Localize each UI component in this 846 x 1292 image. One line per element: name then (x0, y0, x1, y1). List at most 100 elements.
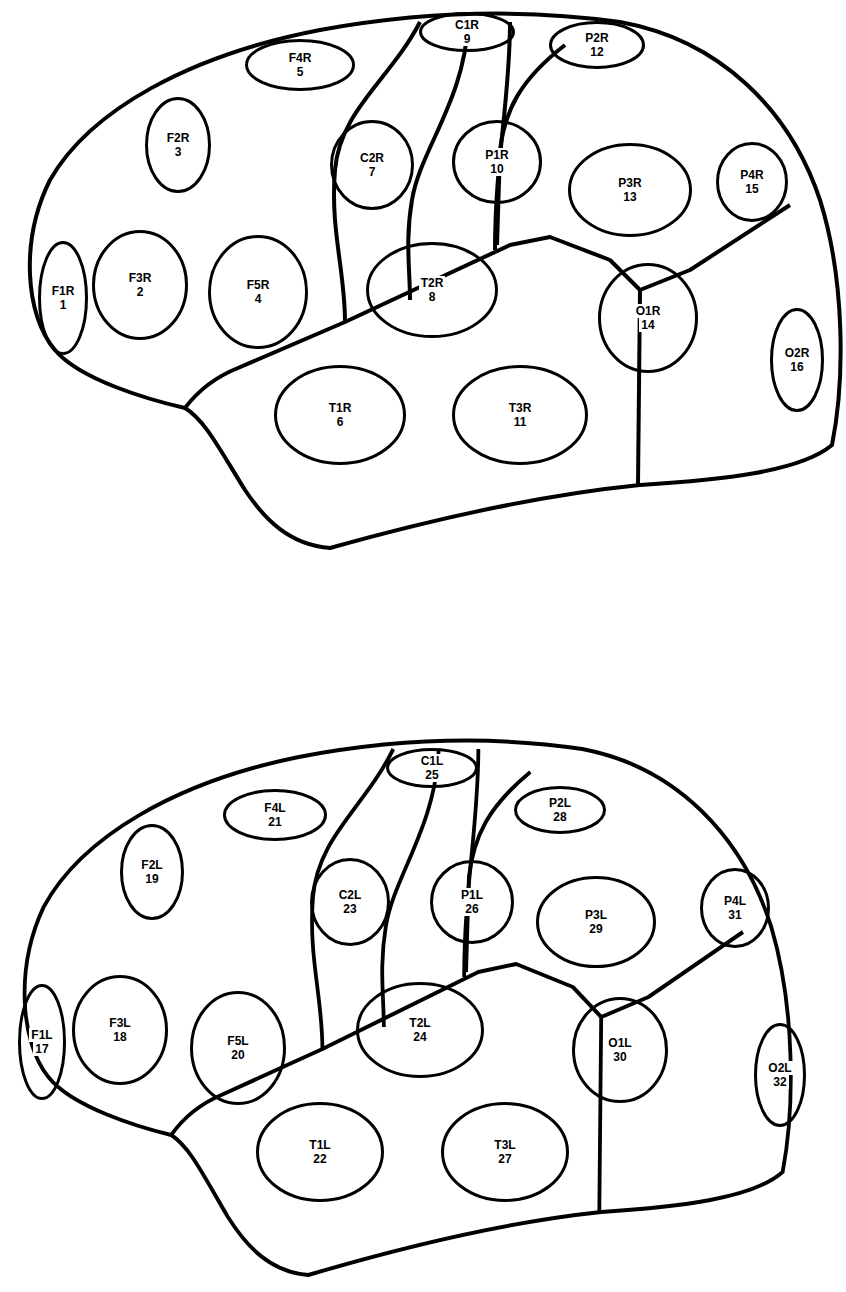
site-number: 5 (295, 65, 306, 79)
site-ellipse-outline (454, 122, 541, 203)
electrode-site: P4L31 (700, 868, 770, 948)
electrode-site: F5L20 (190, 991, 286, 1105)
site-ellipse-outline (421, 14, 514, 51)
site-label: O1L (606, 1036, 633, 1050)
site-ellipse-outline (210, 237, 307, 348)
site-number: 18 (111, 1030, 128, 1044)
site-ellipse-outline (247, 41, 354, 90)
site-label: T3L (492, 1138, 517, 1152)
site-ellipse-outline (756, 1025, 805, 1126)
site-number: 11 (512, 415, 529, 429)
site-ellipse-outline (538, 878, 655, 967)
site-ellipse-outline (258, 1104, 383, 1201)
electrode-site: P2R12 (549, 21, 645, 69)
electrode-site: F2R3 (145, 97, 211, 193)
electrode-site: O2R16 (770, 308, 824, 412)
electrode-site: P3L29 (536, 876, 656, 968)
electrode-site: P2L28 (514, 786, 606, 834)
site-label: T1R (327, 401, 354, 415)
site-number: 14 (639, 318, 656, 332)
site-ellipse-outline (192, 993, 285, 1104)
site-label: T2L (407, 1016, 432, 1030)
site-ellipse-outline (570, 145, 691, 236)
electrode-site: C2L23 (310, 858, 390, 946)
site-number: 21 (266, 815, 283, 829)
site-label: P3L (583, 908, 609, 922)
site-label: P2R (583, 31, 610, 45)
electrode-site: P1R10 (452, 120, 542, 204)
site-ellipse-outline (574, 999, 667, 1102)
site-number: 22 (311, 1152, 328, 1166)
site-number: 27 (496, 1152, 513, 1166)
site-label: F2R (165, 131, 192, 145)
site-number: 1 (58, 298, 69, 312)
site-label: F4L (262, 801, 287, 815)
site-number: 19 (143, 872, 160, 886)
site-ellipse-outline (225, 791, 326, 840)
electrode-site: F2L19 (120, 824, 184, 920)
electrode-site: T2L24 (356, 982, 484, 1078)
site-number: 8 (427, 290, 438, 304)
site-number: 6 (335, 415, 346, 429)
site-number: 9 (462, 32, 473, 46)
electrode-site: F4L21 (223, 789, 327, 841)
site-ellipse-outline (358, 984, 483, 1077)
site-number: 2 (135, 285, 146, 299)
site-number: 23 (341, 902, 358, 916)
site-label: C2R (358, 151, 386, 165)
site-ellipse-outline (276, 367, 405, 464)
site-label: C2L (337, 888, 364, 902)
site-number: 12 (588, 45, 605, 59)
site-ellipse-outline (772, 310, 823, 411)
site-ellipse-outline (551, 23, 644, 68)
electrode-site: P4R15 (716, 142, 788, 222)
site-number: 15 (743, 182, 760, 196)
site-ellipse-outline (122, 826, 183, 919)
site-label: F1L (29, 1028, 54, 1042)
electrode-site: F3L18 (72, 975, 168, 1085)
electrode-site: O1R14 (598, 263, 698, 373)
site-ellipse-outline (94, 232, 187, 339)
site-ellipse-outline (20, 986, 65, 1099)
site-label: T2R (419, 276, 446, 290)
site-number: 17 (33, 1042, 50, 1056)
site-ellipse-outline (600, 265, 697, 372)
site-label: O1R (634, 304, 663, 318)
site-label: F3L (107, 1016, 132, 1030)
site-number: 29 (587, 922, 604, 936)
electrode-site: T2R8 (366, 242, 498, 338)
site-label: F1R (50, 284, 77, 298)
site-ellipse-outline (432, 862, 513, 943)
electrode-site: T1R6 (274, 365, 406, 465)
electrode-site: F5R4 (208, 235, 308, 349)
site-ellipse-outline (312, 860, 389, 945)
site-label: P4R (738, 168, 765, 182)
site-label: P4L (722, 894, 748, 908)
electrode-site: T1L22 (256, 1102, 384, 1202)
site-label: F5R (245, 278, 272, 292)
site-number: 7 (367, 165, 378, 179)
electrode-site: P1L26 (430, 860, 514, 944)
site-number: 4 (253, 292, 264, 306)
site-ellipse-outline (702, 870, 769, 947)
site-label: P1L (459, 888, 485, 902)
site-ellipse-outline (388, 750, 477, 787)
site-ellipse-outline (718, 144, 787, 221)
site-label: C1R (453, 18, 481, 32)
electrode-site: C2R7 (330, 120, 414, 210)
site-number: 30 (611, 1050, 628, 1064)
site-ellipse-outline (368, 244, 497, 337)
site-label: F3R (127, 271, 154, 285)
site-number: 24 (411, 1030, 428, 1044)
site-label: F5L (225, 1034, 250, 1048)
site-label: C1L (419, 754, 446, 768)
electrode-site: O1L30 (572, 997, 668, 1103)
electrode-site: T3R11 (452, 365, 588, 465)
site-number: 10 (488, 162, 505, 176)
site-ellipse-outline (443, 1104, 568, 1201)
site-number: 32 (771, 1075, 788, 1089)
site-ellipse-outline (516, 788, 605, 833)
site-number: 3 (173, 145, 184, 159)
site-number: 26 (463, 902, 480, 916)
electrode-site: P3R13 (568, 143, 692, 237)
